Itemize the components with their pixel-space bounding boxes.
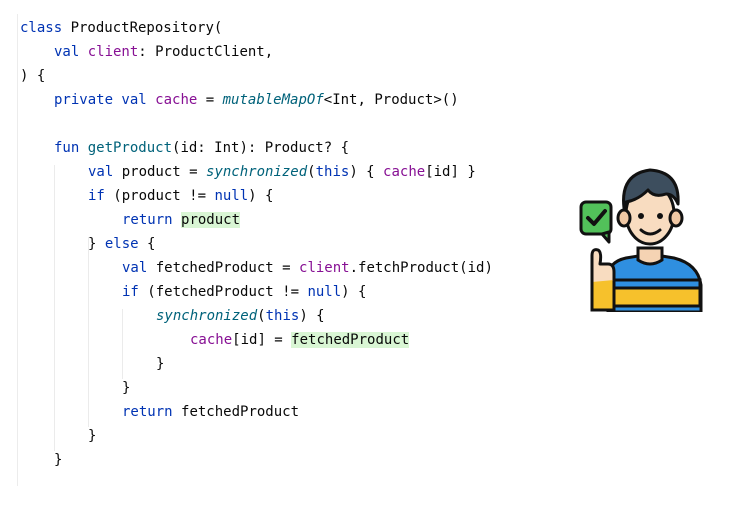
- code-token: [id] }: [425, 164, 476, 180]
- code-token: {: [138, 236, 156, 252]
- code-token: synchronized: [156, 308, 258, 324]
- code-token: }: [88, 428, 97, 444]
- code-line: cache[id] = fetchedProduct: [190, 328, 410, 352]
- code-token: else: [104, 236, 139, 252]
- code-token: fetchedProduct: [291, 332, 410, 348]
- indent-guide: [54, 165, 55, 451]
- code-token: (: [257, 308, 266, 324]
- code-token: }: [156, 356, 165, 372]
- code-line: val fetchedProduct = client.fetchProduct…: [122, 256, 493, 280]
- code-line: synchronized(this) {: [156, 304, 325, 328]
- code-token: ProductRepository(: [70, 20, 223, 36]
- code-token: .fetchProduct(id): [349, 260, 493, 276]
- thumbs-up-developer-icon: [579, 168, 703, 312]
- code-line: }: [122, 376, 130, 400]
- code-token: fun: [54, 140, 88, 156]
- code-line: } else {: [88, 232, 155, 256]
- code-token: : ProductClient,: [138, 44, 274, 60]
- code-line: if (fetchedProduct != null) {: [122, 280, 366, 304]
- code-token: product: [181, 212, 241, 228]
- code-token: (fetchedProduct !=: [147, 284, 308, 300]
- code-token: return: [122, 212, 182, 228]
- code-line: return product: [122, 208, 241, 232]
- code-token: }: [122, 380, 131, 396]
- code-token: client: [299, 260, 350, 276]
- code-line: val product = synchronized(this) { cache…: [88, 160, 476, 184]
- check-bubble-icon: [579, 200, 613, 244]
- code-token: (id: Int): Product? {: [172, 140, 350, 156]
- code-token: ) {: [299, 308, 325, 324]
- code-token: }: [54, 452, 63, 468]
- code-token: (: [307, 164, 316, 180]
- code-token: product =: [121, 164, 207, 180]
- code-line: private val cache = mutableMapOf<Int, Pr…: [54, 88, 459, 112]
- code-token: ) {: [20, 68, 46, 84]
- code-token: this: [265, 308, 300, 324]
- code-token: synchronized: [206, 164, 308, 180]
- code-token: ) {: [349, 164, 384, 180]
- code-line: }: [156, 352, 164, 376]
- code-line: }: [54, 448, 62, 472]
- code-line: }: [88, 424, 96, 448]
- code-token: getProduct: [87, 140, 173, 156]
- code-token: this: [315, 164, 350, 180]
- code-token: class: [20, 20, 71, 36]
- code-token: cache: [155, 92, 198, 108]
- code-line: if (product != null) {: [88, 184, 273, 208]
- thumbs-up-icon: [590, 248, 616, 312]
- code-token: mutableMapOf: [222, 92, 324, 108]
- code-line: class ProductRepository(: [20, 16, 222, 40]
- code-line: val client: ProductClient,: [54, 40, 273, 64]
- code-token: private val: [54, 92, 156, 108]
- code-token: fetchedProduct =: [155, 260, 300, 276]
- code-line: return fetchedProduct: [122, 400, 299, 424]
- code-token: ) {: [248, 188, 274, 204]
- code-token: (product !=: [113, 188, 215, 204]
- code-line: fun getProduct(id: Int): Product? {: [54, 136, 349, 160]
- code-token: fetchedProduct: [181, 404, 300, 420]
- code-token: if: [122, 284, 148, 300]
- code-token: <Int, Product>(): [323, 92, 459, 108]
- code-token: null: [307, 284, 342, 300]
- code-line: ) {: [20, 64, 45, 88]
- code-token: val: [122, 260, 156, 276]
- code-token: }: [88, 236, 105, 252]
- code-token: cache: [190, 332, 233, 348]
- code-token: [id] =: [232, 332, 292, 348]
- code-token: val: [88, 164, 122, 180]
- code-token: cache: [383, 164, 426, 180]
- gutter-divider: [17, 14, 18, 486]
- code-token: null: [214, 188, 249, 204]
- indent-guide: [88, 237, 89, 427]
- code-token: return: [122, 404, 182, 420]
- code-token: ) {: [341, 284, 367, 300]
- code-token: client: [87, 44, 139, 60]
- code-token: if: [88, 188, 114, 204]
- code-token: =: [197, 92, 223, 108]
- indent-guide: [122, 309, 123, 379]
- code-token: val: [54, 44, 88, 60]
